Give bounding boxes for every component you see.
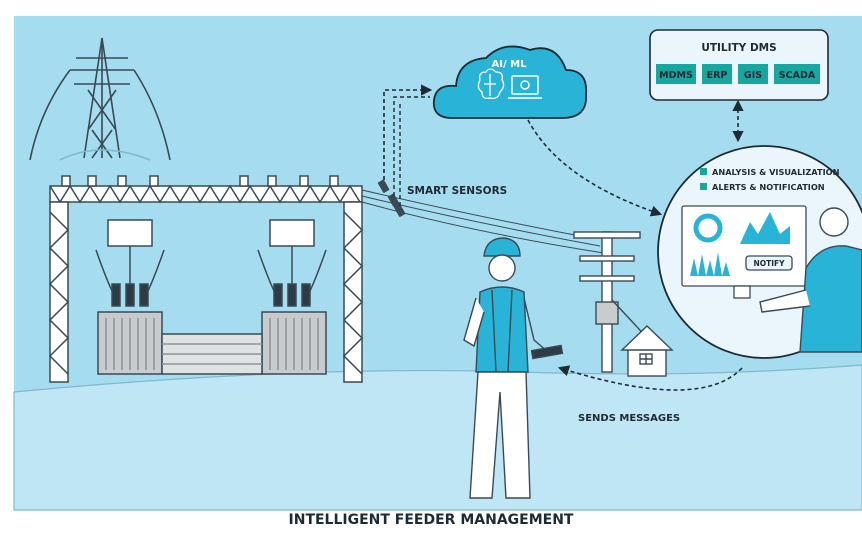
system-erp-label: ERP — [707, 70, 728, 81]
monitor-icon — [682, 206, 806, 298]
feature-analysis-label: ANALYSIS & VISUALIZATION — [712, 167, 840, 177]
feature-bullet-icon — [700, 183, 707, 190]
ai-ml-label: AI/ ML — [492, 59, 528, 70]
system-mdms-label: MDMS — [659, 70, 693, 81]
system-gis-label: GIS — [744, 70, 762, 81]
smart-sensors-label: SMART SENSORS — [407, 185, 507, 197]
utility-dms-title: UTILITY DMS — [701, 42, 776, 54]
diagram-title: INTELLIGENT FEEDER MANAGEMENT — [289, 512, 574, 528]
system-scada-label: SCADA — [779, 70, 816, 81]
feature-bullet-icon — [700, 168, 707, 175]
control-center-panel: ANALYSIS & VISUALIZATION ALERTS & NOTIFI… — [658, 146, 862, 358]
utility-dms-panel: UTILITY DMS MDMS ERP GIS SCADA — [650, 30, 828, 100]
ground-hill — [14, 365, 862, 510]
feature-alerts-label: ALERTS & NOTIFICATION — [712, 182, 825, 192]
notify-button: NOTIFY — [753, 259, 785, 268]
sends-messages-label: SENDS MESSAGES — [578, 413, 680, 424]
